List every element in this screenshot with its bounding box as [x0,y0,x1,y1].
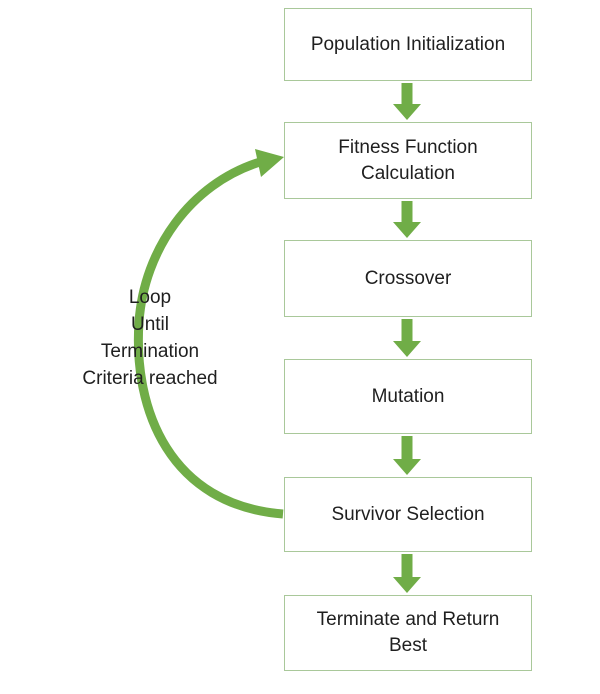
box-label: Mutation [371,385,445,407]
loop-arrow-curve [133,157,284,519]
loop-annotation: Loop Until Termination Criteria reached [82,287,218,389]
flow-box-mutation: Mutation [284,359,532,434]
box-label: Terminate and Return Best [316,609,500,656]
loop-arrowhead-icon [255,149,284,177]
flow-box-survivor-selection: Survivor Selection [284,477,532,552]
box-label: Crossover [364,267,452,289]
flow-box-fitness-function-calculation: Fitness Function Calculation [284,122,532,199]
box-label: Population Initialization [310,33,506,55]
flow-box-population-initialization: Population Initialization [284,8,532,81]
down-arrow-icon [393,83,421,120]
down-arrow-icon [393,201,421,238]
box-label: Survivor Selection [331,503,485,525]
flow-box-terminate-and-return-best: Terminate and Return Best [284,595,532,671]
down-arrow-icon [393,554,421,593]
box-label: Fitness Function Calculation [338,136,478,184]
down-arrow-icon [393,319,421,357]
flow-box-crossover: Crossover [284,240,532,317]
down-arrow-icon [393,436,421,475]
